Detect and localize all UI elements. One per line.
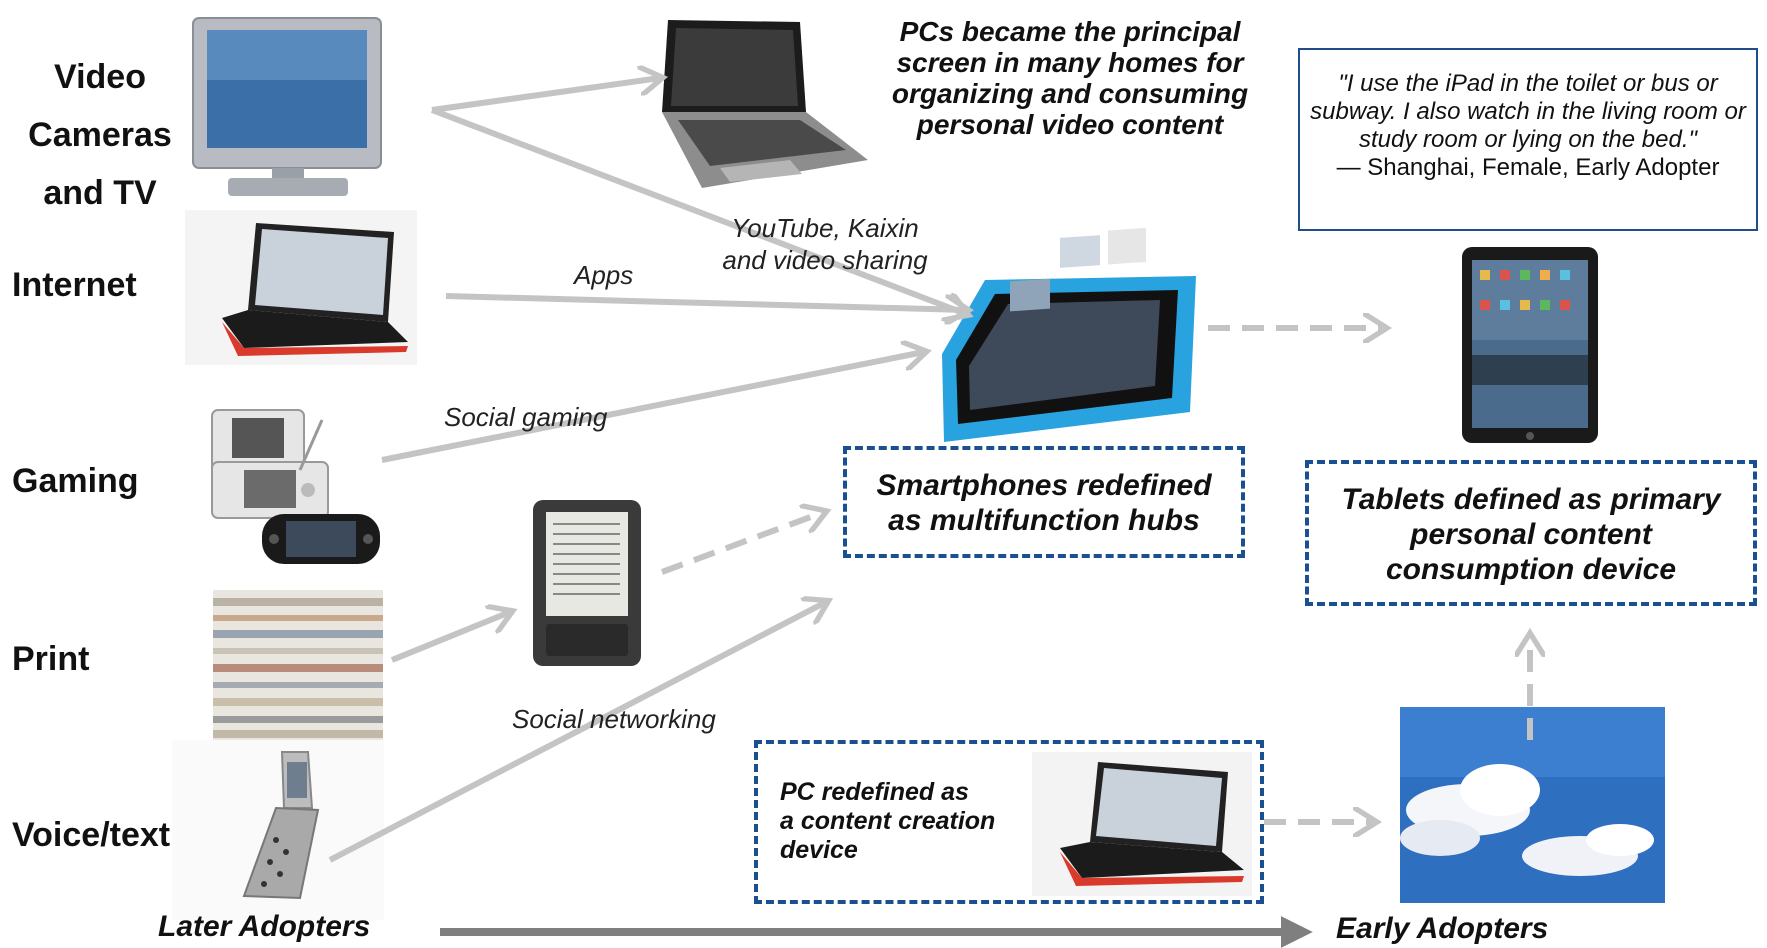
arrow-ereader-to-smartphone-box: [660, 512, 824, 575]
tablet-box: Tablets defined as primary personal cont…: [1305, 460, 1757, 606]
edge-label-social-gaming: Social gaming: [444, 402, 608, 432]
category-video: Video Cameras and TV: [14, 48, 186, 222]
arrow-voice-to-smartphone-box: [328, 602, 826, 863]
tv-icon: [192, 17, 382, 196]
arrow-tv-to-pc: [431, 78, 660, 113]
category-internet: Internet: [12, 266, 137, 304]
later-adopters-label: Later Adopters: [158, 910, 371, 943]
smartphone-icon: [942, 227, 1196, 442]
pc-box-line: a content creation: [780, 807, 996, 835]
pc-headline-line: personal video content: [916, 109, 1224, 140]
edge-label-youtube-line: YouTube, Kaixin: [731, 213, 919, 243]
category-video-line: and TV: [43, 174, 157, 212]
smartphone-box-line: Smartphones redefined: [876, 469, 1212, 502]
category-video-line: Cameras: [28, 116, 172, 154]
ereader-icon: [533, 500, 641, 666]
pc-box-text: PC redefined as a content creation devic…: [780, 778, 995, 865]
arrow-gaming-to-smartphone: [381, 352, 924, 463]
edge-label-youtube-line: and video sharing: [722, 245, 928, 275]
category-voice: Voice/text: [12, 816, 171, 854]
pc-box-line: PC redefined as: [780, 778, 969, 806]
arrow-print-to-ereader: [390, 612, 510, 663]
category-print: Print: [12, 640, 90, 678]
edge-label-apps: Apps: [574, 260, 634, 290]
portable-console-icon: [262, 514, 380, 564]
category-video-line: Video: [54, 58, 146, 96]
quote-text: "I use the iPad in the toilet or bus or …: [1310, 70, 1746, 153]
tablet-box-line: Tablets defined as primary: [1341, 483, 1721, 516]
arrow-tv-to-smartphone: [430, 107, 966, 314]
category-gaming: Gaming: [12, 462, 139, 500]
quote-box: "I use the iPad in the toilet or bus or …: [1298, 48, 1758, 231]
newspaper-stack-icon: [213, 590, 383, 740]
edge-label-youtube: YouTube, Kaixin and video sharing: [700, 212, 950, 276]
laptop-icon: [662, 20, 868, 188]
pc-box-line: device: [780, 836, 858, 864]
edge-label-social-networking: Social networking: [512, 704, 716, 734]
tablet-box-line: personal content: [1410, 518, 1652, 551]
smartphone-box-line: as multifunction hubs: [888, 504, 1200, 537]
smartphone-box: Smartphones redefined as multifunction h…: [843, 446, 1245, 558]
quote-attribution: — Shanghai, Female, Early Adopter: [1336, 154, 1720, 181]
pc-headline-line: organizing and consuming: [891, 78, 1249, 109]
pc-headline: PCs became the principal screen in many …: [870, 16, 1270, 140]
ipad-icon: [1462, 247, 1598, 443]
arrow-internet-to-smartphone: [445, 293, 966, 310]
pc-headline-line: PCs became the principal: [899, 16, 1241, 47]
early-adopters-label: Early Adopters: [1336, 912, 1549, 945]
handheld-console-icon: [211, 409, 329, 519]
pc-box-laptop-icon: [1032, 752, 1252, 896]
tablet-laptop-icon: [185, 210, 417, 365]
tablet-box-line: consumption device: [1385, 553, 1677, 586]
flip-phone-icon: [172, 740, 384, 920]
pc-headline-line: screen in many homes for: [896, 47, 1244, 78]
pc-box: PC redefined as a content creation devic…: [754, 740, 1264, 904]
